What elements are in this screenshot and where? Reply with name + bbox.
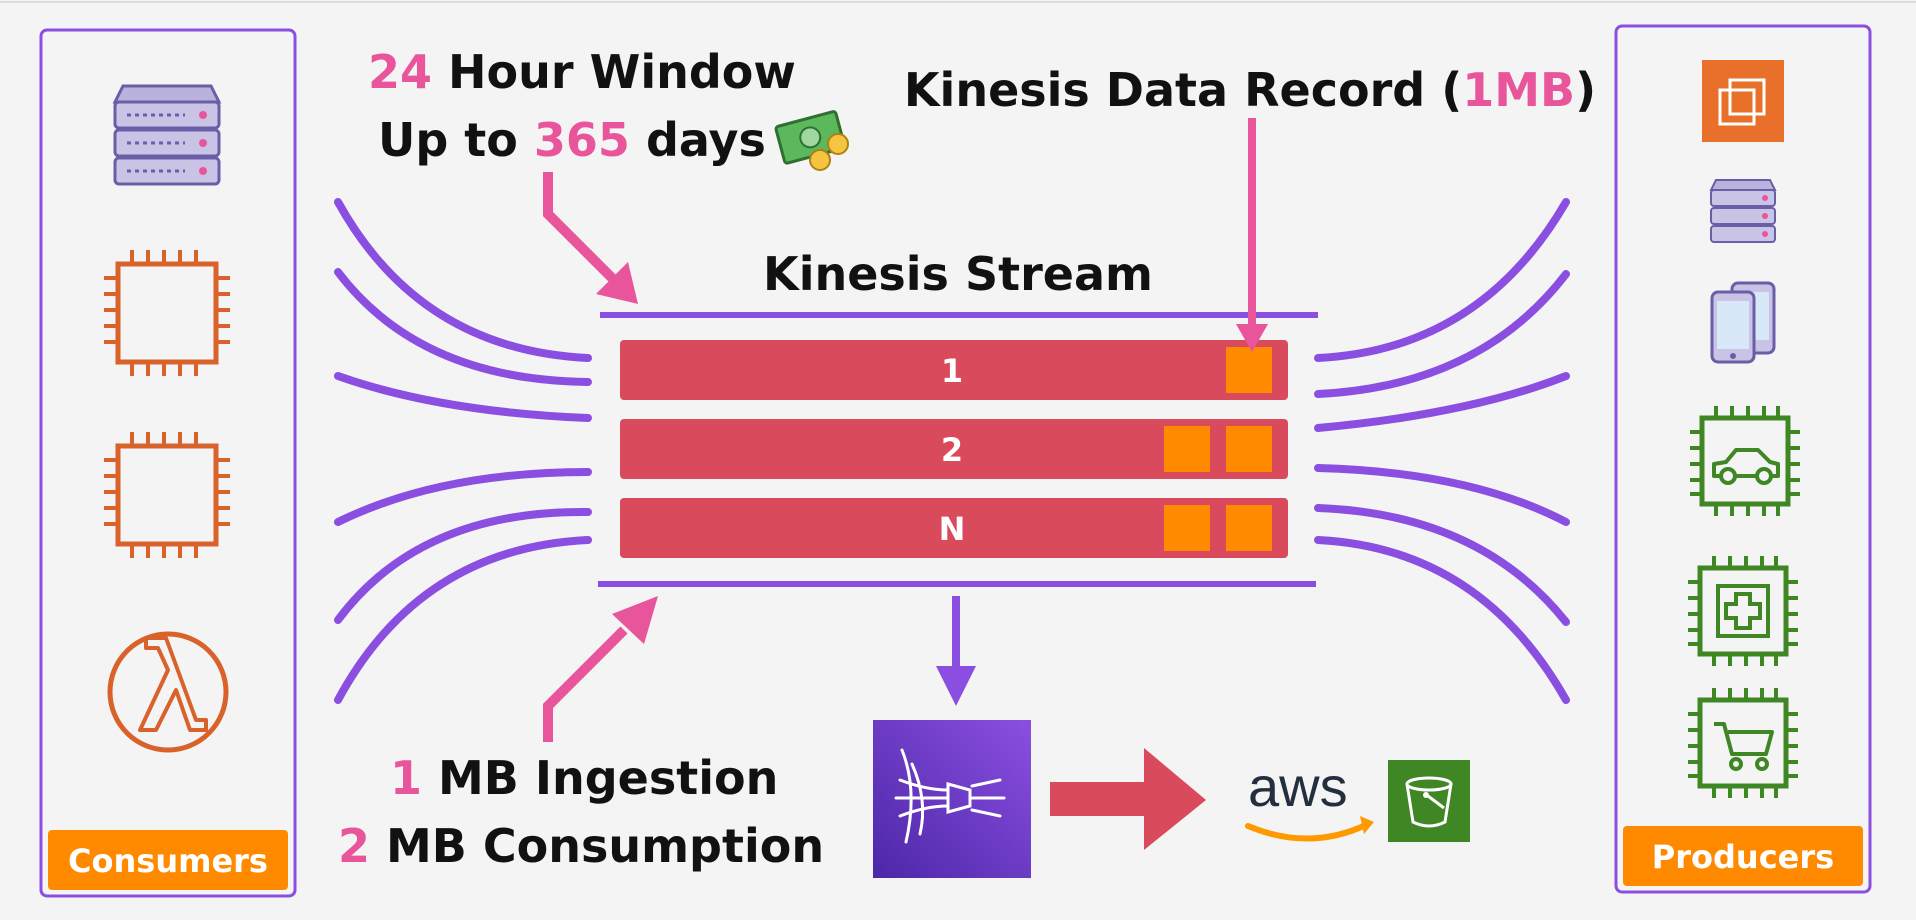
retention-hours: 24 xyxy=(368,45,432,99)
shard-label: 2 xyxy=(941,431,963,469)
stream-output-arrow-head xyxy=(936,666,976,706)
server-icon xyxy=(1709,179,1777,243)
shard-1 xyxy=(620,340,1288,400)
data-record xyxy=(1164,505,1210,551)
retention-line-2: Up to 365 days - xyxy=(378,113,801,167)
lambda-icon xyxy=(107,631,229,753)
kinesis-firehose-icon xyxy=(873,720,1031,878)
retention-days: 365 xyxy=(534,113,630,167)
consumption-mb: 2 xyxy=(338,819,370,873)
throughput-annotation: 1 MB Ingestion 2 MB Consumption xyxy=(338,596,824,873)
ingestion-text: MB Ingestion xyxy=(422,751,778,805)
record-size: 1MB xyxy=(1462,63,1575,117)
retention-arrow xyxy=(543,172,628,294)
ingestion-mb: 1 xyxy=(390,751,422,805)
retention-annotation: 24 Hour Window Up to 365 days - xyxy=(368,45,849,304)
throughput-arrow xyxy=(543,626,628,742)
mobile-devices-icon xyxy=(1710,281,1776,364)
shard-label: N xyxy=(939,510,966,548)
iot-medical-icon xyxy=(1688,556,1798,666)
iot-cart-icon xyxy=(1688,688,1798,798)
money-icon xyxy=(774,110,849,171)
consumer-flow-curves xyxy=(334,198,592,704)
kinesis-stream: Kinesis Stream 1 2N xyxy=(598,247,1318,587)
producers-label: Producers xyxy=(1652,838,1834,876)
consumers-label: Consumers xyxy=(68,842,268,880)
data-record xyxy=(1226,505,1272,551)
to-s3-arrow xyxy=(1050,748,1206,850)
shard-3 xyxy=(620,498,1288,558)
data-record xyxy=(1164,426,1210,472)
stream-title: Kinesis Stream xyxy=(763,247,1153,301)
data-record xyxy=(1226,347,1272,393)
iot-car-icon xyxy=(1690,406,1800,516)
throughput-line-1: 1 MB Ingestion xyxy=(390,751,778,805)
shard-label: 1 xyxy=(941,352,963,390)
consumers-panel-border xyxy=(39,28,297,898)
aws-logo-smile-tip xyxy=(1360,816,1374,834)
consumers-label-box xyxy=(48,830,288,890)
destination-flow: aws xyxy=(873,596,1470,878)
producers-panel: Producers xyxy=(1614,24,1872,894)
consumers-panel: Consumers xyxy=(39,28,297,898)
retention-arrow-head xyxy=(596,262,638,304)
retention-window-text: Hour Window xyxy=(432,45,796,99)
throughput-arrow-head xyxy=(612,596,658,644)
record-label-prefix: Kinesis Data Record ( xyxy=(904,63,1462,117)
shard-2 xyxy=(620,419,1288,479)
shards: 1 2N xyxy=(620,340,1288,558)
retention-prefix: Up to xyxy=(378,113,534,167)
data-record xyxy=(1226,426,1272,472)
ec2-instance-icon xyxy=(104,432,230,558)
producers-label-box xyxy=(1623,826,1863,886)
retention-line-1: 24 Hour Window xyxy=(368,45,796,99)
producers-panel-border xyxy=(1614,24,1872,894)
consumption-text: MB Consumption xyxy=(370,819,824,873)
s3-bucket-icon xyxy=(1388,760,1470,842)
record-label-suffix: ) xyxy=(1575,63,1596,117)
throughput-line-2: 2 MB Consumption xyxy=(338,819,824,873)
record-label: Kinesis Data Record (1MB) xyxy=(904,63,1596,117)
record-arrow-head xyxy=(1236,324,1268,352)
ec2-instance-icon xyxy=(104,250,230,376)
server-icon xyxy=(112,84,222,186)
producer-flow-curves xyxy=(1314,198,1570,704)
record-annotation: Kinesis Data Record (1MB) xyxy=(904,63,1596,352)
aws-logo-smile xyxy=(1245,821,1371,842)
aws-logo-text: aws xyxy=(1248,755,1348,818)
retention-suffix: days - xyxy=(630,113,801,167)
ec2-icon xyxy=(1702,60,1784,142)
